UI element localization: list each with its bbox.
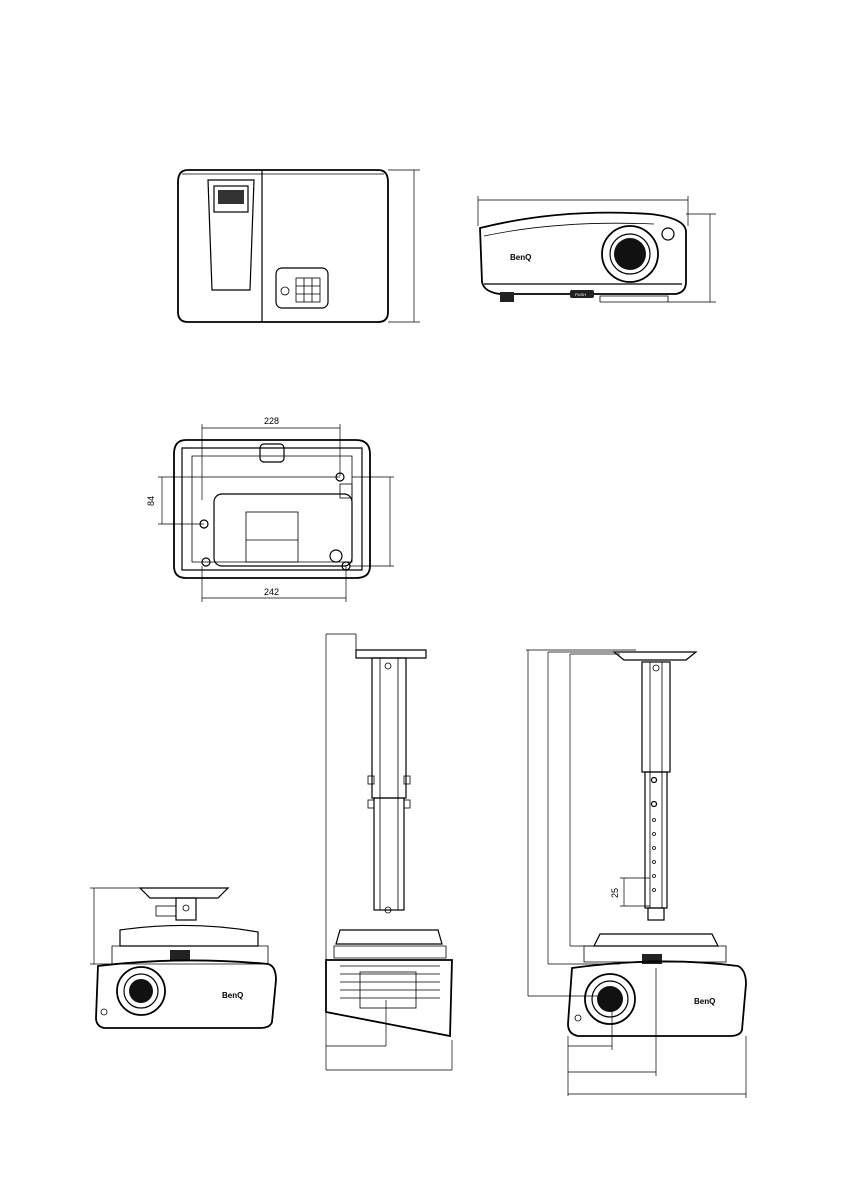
brand-logo-short: BenQ — [222, 991, 243, 1000]
ceiling-mount-front-view: 25 BenQ — [526, 650, 746, 1098]
top-view — [178, 170, 420, 322]
dim-242-label: 242 — [264, 587, 279, 597]
dim-25-label: 25 — [610, 888, 620, 898]
brand-logo: BenQ — [510, 253, 531, 262]
dim-84-label: 84 — [146, 496, 156, 506]
dim-228-label: 228 — [264, 416, 279, 426]
ceiling-mount-short-view: BenQ — [90, 888, 276, 1028]
push-button-label: PUSH — [575, 292, 586, 297]
brand-logo-front: BenQ — [694, 997, 715, 1006]
front-view: BenQ PUSH — [478, 196, 716, 302]
ceiling-mount-side-view — [326, 634, 452, 1070]
bottom-view: 228 84 242 — [146, 416, 394, 602]
